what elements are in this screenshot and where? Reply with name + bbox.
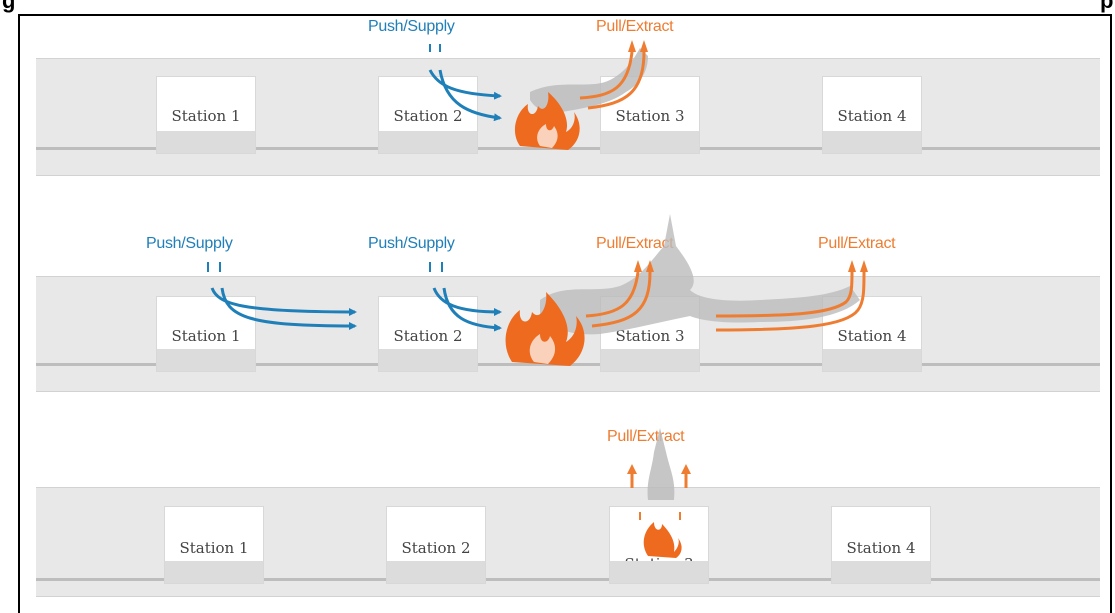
station-4: Station 4 bbox=[831, 506, 931, 584]
push-supply-label: Push/Supply bbox=[146, 235, 233, 252]
extract-arrow-icon bbox=[579, 40, 648, 110]
station-label: Station 3 bbox=[615, 107, 685, 125]
station-base bbox=[610, 561, 708, 583]
pull-extract-label: Pull/Extract bbox=[818, 235, 896, 252]
station-base bbox=[832, 561, 930, 583]
station-base bbox=[823, 349, 921, 371]
fire-icon bbox=[514, 92, 580, 150]
rail-line bbox=[36, 578, 1100, 581]
station-base bbox=[165, 561, 263, 583]
station-label: Station 2 bbox=[393, 107, 463, 125]
title-fragment-left: g bbox=[2, 0, 16, 13]
station-base bbox=[387, 561, 485, 583]
smoke-plume-icon bbox=[647, 428, 675, 500]
station-base bbox=[379, 131, 477, 153]
station-label: Station 1 bbox=[171, 107, 241, 125]
fire-icon bbox=[505, 292, 585, 366]
station-base bbox=[823, 131, 921, 153]
station-1: Station 1 bbox=[164, 506, 264, 584]
station-label: Station 4 bbox=[837, 107, 907, 125]
station-3: Station 3 bbox=[600, 76, 700, 154]
push-supply-label: Push/Supply bbox=[368, 235, 455, 252]
station-label: Station 2 bbox=[401, 539, 471, 557]
smoke-plume-icon bbox=[540, 214, 860, 335]
title-strip: g p bbox=[0, 0, 1115, 16]
station-label: Station 4 bbox=[846, 539, 916, 557]
station-4: Station 4 bbox=[822, 296, 922, 372]
title-fragment-right: p bbox=[1100, 0, 1114, 13]
supply-arrow-icon bbox=[207, 262, 357, 330]
pull-extract-label: Pull/Extract bbox=[607, 428, 685, 445]
station-label: Station 3 bbox=[615, 327, 685, 345]
station-label: Station 2 bbox=[393, 327, 463, 345]
station-2: Station 2 bbox=[386, 506, 486, 584]
station-base bbox=[379, 349, 477, 371]
supply-arrow-icon bbox=[428, 44, 502, 122]
station-label: Station 4 bbox=[837, 327, 907, 345]
station-base bbox=[157, 131, 255, 153]
station-1: Station 1 bbox=[156, 76, 256, 154]
station-label: Station 1 bbox=[179, 539, 249, 557]
station-4: Station 4 bbox=[822, 76, 922, 154]
fire-icon bbox=[643, 522, 682, 558]
station-base bbox=[601, 349, 699, 371]
station-label: Station 1 bbox=[171, 327, 241, 345]
smoke-plume-icon bbox=[530, 48, 648, 113]
extract-arrow-icon bbox=[627, 464, 691, 520]
pull-extract-label: Pull/Extract bbox=[596, 18, 674, 35]
figure-frame bbox=[18, 14, 1112, 613]
station-2: Station 2 bbox=[378, 76, 478, 154]
station-base bbox=[157, 349, 255, 371]
caption-fragment bbox=[80, 596, 340, 613]
push-supply-label: Push/Supply bbox=[368, 18, 455, 35]
station-base bbox=[601, 131, 699, 153]
station-1: Station 1 bbox=[156, 296, 256, 372]
supply-arrow-icon bbox=[429, 262, 502, 332]
extract-arrow-icon bbox=[715, 260, 868, 332]
extract-arrow-icon bbox=[585, 260, 654, 328]
pull-extract-label: Pull/Extract bbox=[596, 235, 674, 252]
